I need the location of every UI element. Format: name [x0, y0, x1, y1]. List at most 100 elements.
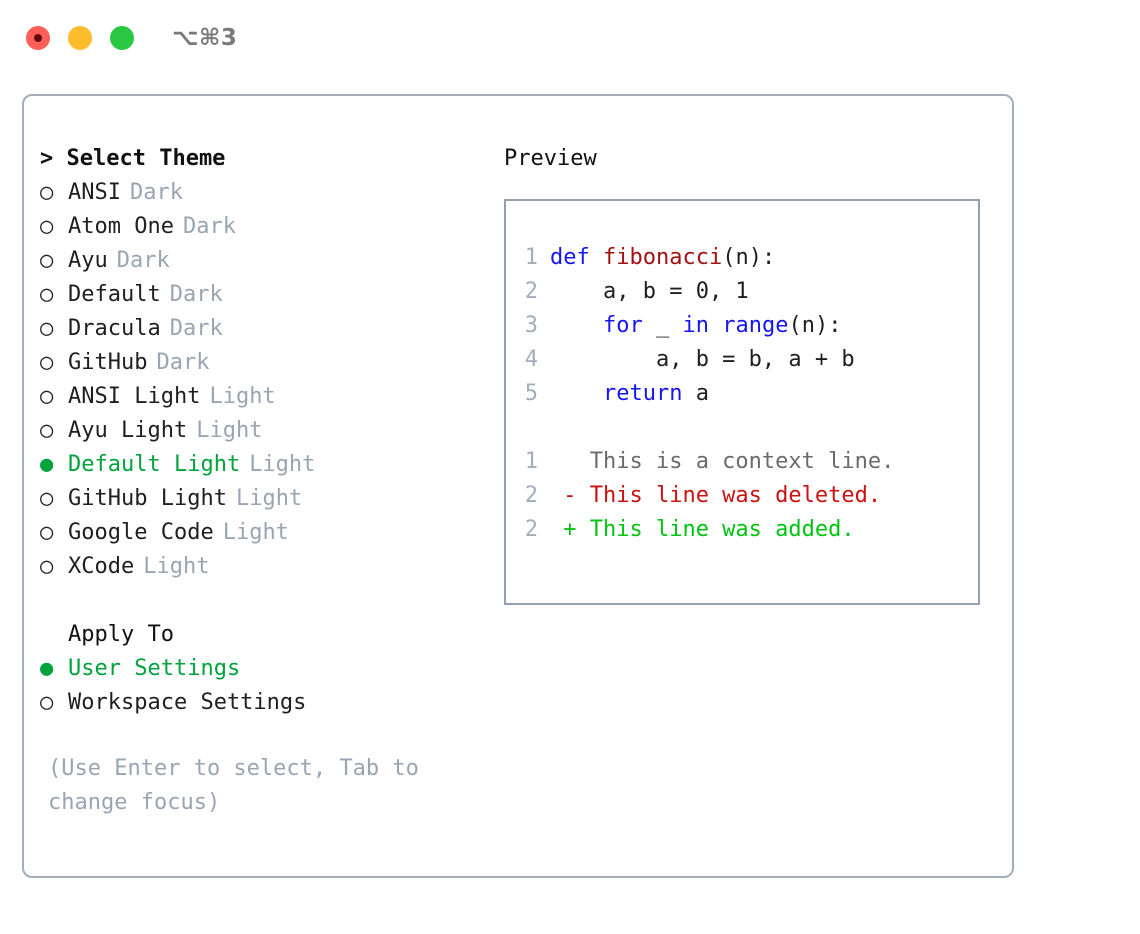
token-pl [709, 313, 722, 338]
theme-variant-tag: Dark [129, 180, 183, 205]
theme-item-4[interactable]: ○ Dracula Dark [40, 312, 494, 346]
theme-item-6[interactable]: ○ ANSI Light Light [40, 380, 494, 414]
diff-line-content: - This line was deleted. [550, 479, 881, 513]
preview-title: Preview [504, 146, 597, 171]
select-theme-header: > Select Theme [40, 146, 226, 171]
maximize-button-icon[interactable] [110, 26, 134, 50]
diff-line-content: This is a context line. [550, 445, 895, 479]
line-number: 2 [524, 517, 538, 542]
radio-empty-icon: ○ [40, 554, 54, 579]
theme-item-label: Atom One [68, 214, 174, 239]
theme-variant-tag: Dark [169, 316, 223, 341]
diff-line-1: 2 - This line was deleted. [506, 479, 978, 513]
line-number: 3 [524, 313, 538, 338]
code-line-0: 1 def fibonacci(n): [506, 241, 978, 275]
theme-item-label: ANSI [68, 180, 121, 205]
diff-line-content: + This line was added. [550, 513, 854, 547]
theme-item-label: Dracula [68, 316, 161, 341]
radio-selected-icon: ● [40, 656, 54, 681]
theme-variant-tag: Dark [169, 282, 223, 307]
theme-variant-tag: Light [209, 384, 276, 409]
theme-item-2[interactable]: ○ Ayu Dark [40, 244, 494, 278]
apply-to-list[interactable]: ● User Settings ○Workspace Settings [40, 652, 494, 720]
token-pl: (n): [722, 245, 776, 270]
radio-empty-icon: ○ [40, 384, 54, 409]
window-titlebar: ⌥⌘3 [0, 0, 1140, 76]
radio-empty-icon: ○ [40, 282, 54, 307]
token-kw: def [550, 245, 603, 270]
code-diff-gap [506, 411, 978, 445]
code-line-2: 3 for _ in range(n): [506, 309, 978, 343]
theme-item-9[interactable]: ○ GitHub Light Light [40, 482, 494, 516]
token-pl: a, b = b, a + b [550, 347, 855, 372]
close-button-icon[interactable] [26, 26, 50, 50]
theme-variant-tag: Dark [116, 248, 170, 273]
minimize-button-icon[interactable] [68, 26, 92, 50]
token-pl [550, 381, 603, 406]
line-number: 1 [524, 449, 538, 474]
apply-to-item-label: User Settings [68, 656, 241, 681]
diff-line-2: 2 + This line was added. [506, 513, 978, 547]
theme-variant-tag: Light [196, 418, 263, 443]
code-line-3: 4 a, b = b, a + b [506, 343, 978, 377]
code-line-content: a, b = 0, 1 [550, 275, 749, 309]
theme-item-label: XCode [68, 554, 135, 579]
traffic-lights [26, 26, 134, 50]
apply-to-header: Apply To [68, 622, 174, 647]
token-pl: (n): [788, 313, 842, 338]
recording-dot-icon [34, 34, 42, 42]
radio-empty-icon: ○ [40, 350, 54, 375]
code-line-1: 2 a, b = 0, 1 [506, 275, 978, 309]
panel-spacer [40, 584, 494, 618]
code-line-content: return a [550, 377, 709, 411]
keyboard-hint-text: (Use Enter to select, Tab to change focu… [48, 756, 433, 815]
apply-to-item-label: Workspace Settings [68, 690, 307, 715]
theme-item-label: Ayu Light [68, 418, 188, 443]
radio-empty-icon: ○ [40, 418, 54, 443]
line-number: 1 [524, 245, 538, 270]
radio-empty-icon: ○ [40, 316, 54, 341]
theme-item-label: GitHub [68, 350, 148, 375]
token-del: - This line was deleted. [550, 483, 882, 508]
line-number: 5 [524, 381, 538, 406]
code-line-content: a, b = b, a + b [550, 343, 855, 377]
radio-empty-icon: ○ [40, 486, 54, 511]
theme-variant-tag: Light [222, 520, 289, 545]
keyboard-shortcut-label: ⌥⌘3 [172, 25, 238, 51]
code-line-4: 5 return a [506, 377, 978, 411]
theme-item-label: ANSI Light [68, 384, 201, 409]
theme-item-label: Default [68, 282, 161, 307]
token-fn: fibonacci [602, 245, 723, 270]
theme-item-label: Ayu [68, 248, 108, 273]
token-ctx: This is a context line. [550, 449, 895, 474]
theme-item-label: GitHub Light [68, 486, 227, 511]
radio-empty-icon: ○ [40, 180, 54, 205]
apply-to-item-0[interactable]: ● User Settings [40, 652, 494, 686]
theme-item-11[interactable]: ○ XCode Light [40, 550, 494, 584]
theme-item-10[interactable]: ○ Google Code Light [40, 516, 494, 550]
theme-variant-tag: Light [143, 554, 210, 579]
token-pl: a, b = 0, 1 [550, 279, 749, 304]
apply-to-item-1[interactable]: ○Workspace Settings [40, 686, 494, 720]
token-kw: return [602, 381, 683, 406]
radio-selected-icon: ● [40, 452, 54, 477]
theme-item-label: Google Code [68, 520, 214, 545]
theme-item-3[interactable]: ○ Default Dark [40, 278, 494, 312]
theme-variant-tag: Light [235, 486, 303, 511]
theme-variant-tag: Dark [156, 350, 210, 375]
radio-empty-icon: ○ [40, 520, 54, 545]
theme-item-7[interactable]: ○ Ayu Light Light [40, 414, 494, 448]
theme-item-0[interactable]: ○ ANSI Dark [40, 176, 494, 210]
theme-item-5[interactable]: ○ GitHub Dark [40, 346, 494, 380]
token-kw: range [722, 313, 789, 338]
radio-empty-icon: ○ [40, 248, 54, 273]
